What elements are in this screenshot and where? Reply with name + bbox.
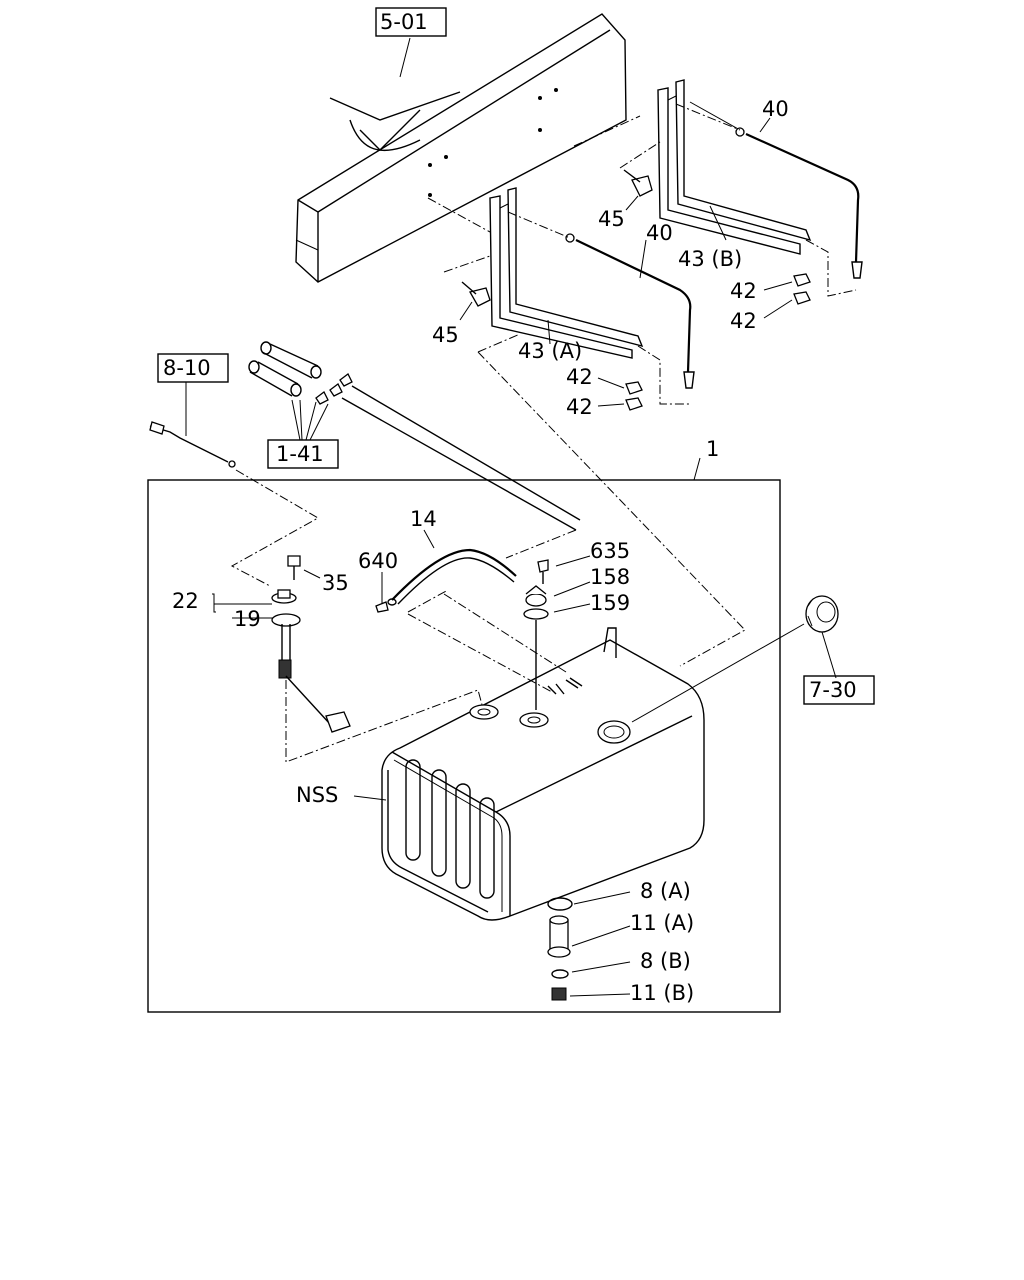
label-8b: 8 (B) <box>640 949 691 973</box>
label-40-right: 40 <box>762 97 789 121</box>
svg-text:5-01: 5-01 <box>380 10 428 34</box>
label-40-left: 40 <box>646 221 673 245</box>
fuel-gauge-sender <box>212 555 351 733</box>
label-42-right-lower: 42 <box>730 309 757 333</box>
reference-5-01[interactable]: 5-01 <box>375 7 447 37</box>
drain-parts <box>547 891 631 1001</box>
upper-hoses-and-wire <box>149 341 581 587</box>
assembly-frame <box>147 479 781 1013</box>
bracket-43a-assembly <box>427 187 746 667</box>
label-nss: NSS <box>296 783 338 807</box>
label-43b: 43 (B) <box>678 247 742 271</box>
frame-rail <box>295 13 627 283</box>
label-159: 159 <box>590 591 630 615</box>
reference-7-30[interactable]: 7-30 <box>803 675 875 705</box>
label-43a: 43 (A) <box>518 339 582 363</box>
label-19: 19 <box>234 607 261 631</box>
label-640: 640 <box>358 549 398 573</box>
filler-cap <box>631 595 839 723</box>
label-1: 1 <box>706 437 719 461</box>
fuel-tank <box>353 627 705 921</box>
return-fitting <box>407 555 591 710</box>
svg-text:1-41: 1-41 <box>276 442 324 466</box>
svg-text:7-30: 7-30 <box>809 678 857 702</box>
label-158: 158 <box>590 565 630 589</box>
vent-hose <box>375 529 577 613</box>
svg-text:8-10: 8-10 <box>163 356 211 380</box>
label-14: 14 <box>410 507 437 531</box>
label-8a: 8 (A) <box>640 879 691 903</box>
label-42-left-lower: 42 <box>566 395 593 419</box>
label-45-right: 45 <box>598 207 625 231</box>
label-35: 35 <box>322 571 349 595</box>
label-42-left-upper: 42 <box>566 365 593 389</box>
label-22: 22 <box>172 589 199 613</box>
reference-1-41[interactable]: 1-41 <box>267 439 339 469</box>
label-11b: 11 (B) <box>630 981 694 1005</box>
bracket-43b-assembly <box>573 79 863 319</box>
label-45-left: 45 <box>432 323 459 347</box>
reference-8-10[interactable]: 8-10 <box>157 353 229 383</box>
label-635: 635 <box>590 539 630 563</box>
label-11a: 11 (A) <box>630 911 694 935</box>
label-42-right-upper: 42 <box>730 279 757 303</box>
